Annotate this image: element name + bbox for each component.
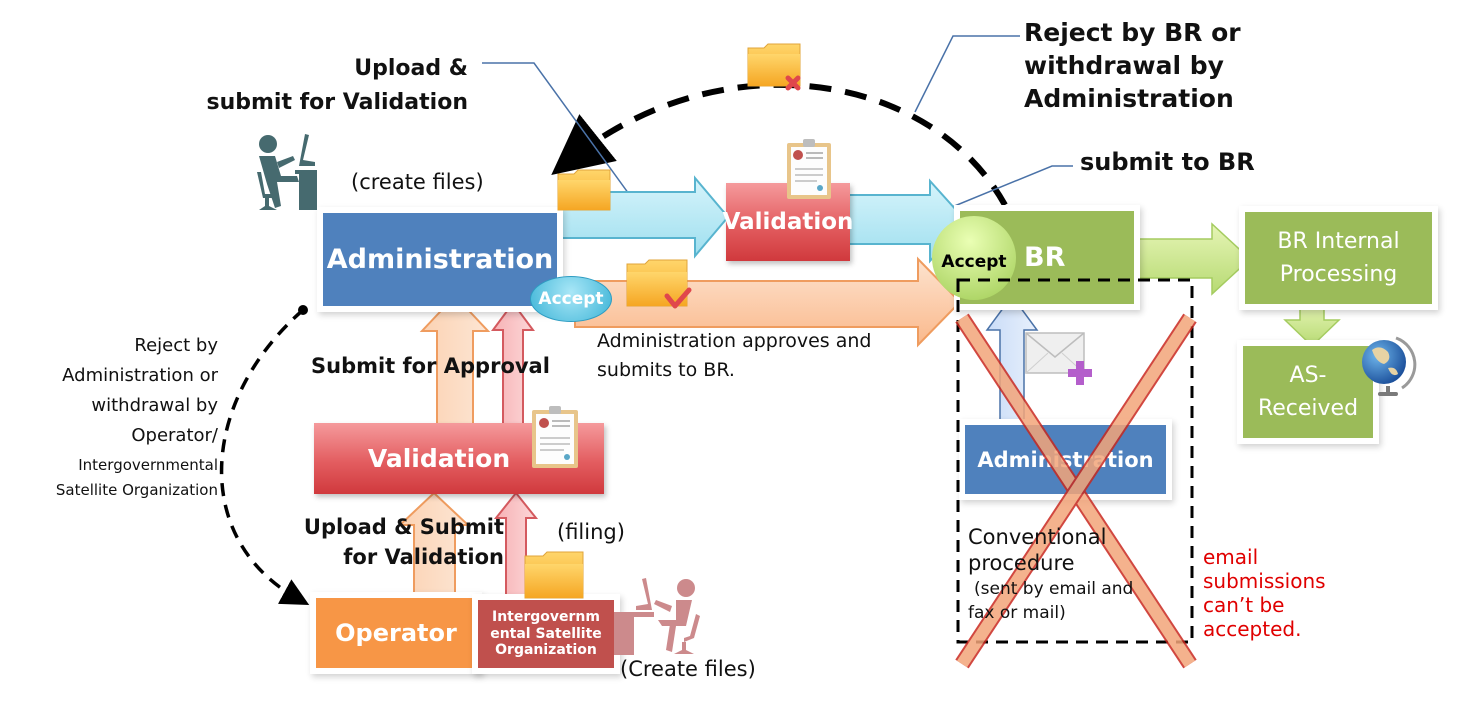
conventional-sub-line1: (sent by email and: [974, 579, 1134, 599]
upload-submit-bottom-line2: for Validation: [343, 545, 504, 569]
reject-by-admin-line4: Operator/: [131, 425, 218, 446]
accept-br-label: Accept: [941, 252, 1007, 272]
igo-line2: ental Satellite: [490, 625, 602, 642]
conventional-administration-label: Administration: [977, 447, 1154, 472]
administration-label: Administration: [326, 244, 554, 275]
email-rejected-line4: accepted.: [1203, 617, 1302, 641]
conventional-sub-line2: fax or mail): [968, 603, 1066, 623]
admin-approves-label: Administration approves and submits to B…: [597, 327, 871, 385]
br-internal-processing-node: BR Internal Processing: [1245, 212, 1432, 304]
validation-mid-node: Validation: [314, 423, 604, 494]
submit-to-br-label: submit to BR: [1080, 148, 1255, 176]
as-received-node: AS- Received: [1243, 346, 1373, 438]
reject-by-admin-line1: Reject by: [134, 335, 218, 356]
as-received-line1: AS-: [1289, 363, 1327, 388]
upload-submit-top-line1: Upload &: [354, 56, 468, 81]
create-files-bottom-label: (Create files): [620, 657, 756, 681]
accept-br-badge: Accept: [932, 216, 1016, 300]
upload-submit-bottom-line1: Upload & Submit: [303, 515, 504, 539]
filing-label: (filing): [557, 520, 625, 544]
reject-by-admin-arc-start: [298, 305, 308, 315]
submit-validation-arrow: [561, 175, 730, 259]
br-internal-line1: BR Internal: [1277, 229, 1400, 254]
conventional-administration-node: Administration: [965, 425, 1166, 494]
email-rejected-line3: can’t be: [1203, 593, 1285, 617]
upload-submit-bottom-label: Upload & Submit for Validation: [290, 512, 504, 572]
reject-by-br-label: Reject by BR or withdrawal by Administra…: [1024, 16, 1241, 115]
as-received-line2: Received: [1257, 396, 1359, 421]
reject-by-admin-line2: Administration or: [62, 365, 218, 386]
admin-approves-arrow: [574, 256, 962, 348]
upload-submit-top-label: Upload & submit for Validation: [200, 52, 468, 120]
igo-node: Intergovernm ental Satellite Organizatio…: [478, 600, 614, 668]
operator-label: Operator: [335, 619, 457, 647]
internal-to-asreceived-arrow: [1283, 302, 1341, 348]
email-rejected-line1: email: [1203, 545, 1259, 569]
admin-approves-line1: Administration approves and: [597, 330, 872, 352]
conventional-line2: procedure: [968, 551, 1075, 575]
igo-line3: Organization: [495, 642, 597, 659]
operator-node: Operator: [316, 598, 476, 668]
accept-admin-label: Accept: [538, 289, 604, 309]
create-files-top-label: (create files): [351, 170, 484, 194]
operator-upload-arrow: [397, 491, 471, 601]
br-label: BR: [1024, 242, 1066, 273]
email-rejected-line2: submissions: [1203, 569, 1326, 593]
br-internal-line2: Processing: [1279, 262, 1398, 287]
conventional-line1: Conventional: [968, 525, 1107, 549]
conventional-procedure-label: Conventional procedure (sent by email an…: [968, 524, 1133, 624]
submit-for-approval-label: Submit for Approval: [311, 354, 550, 378]
upload-submit-leader-line: [482, 62, 656, 231]
accept-admin-badge: Accept: [530, 276, 612, 322]
validation-top-label: Validation: [722, 209, 854, 235]
reject-by-admin-line3: withdrawal by: [91, 395, 218, 416]
admin-approves-line2: submits to BR.: [597, 359, 735, 381]
reject-by-br-line3: Administration: [1024, 84, 1234, 113]
validation-top-node: Validation: [723, 183, 853, 261]
reject-by-br-line1: Reject by BR or: [1024, 18, 1241, 47]
reject-by-admin-line5: Intergovernmental: [78, 456, 218, 474]
igo-line1: Intergovernm: [492, 608, 600, 625]
administration-node: Administration: [323, 213, 557, 306]
submit-to-br-leader-line: [917, 165, 1073, 222]
igo-approval-arrow: [491, 301, 535, 426]
conventional-submit-arrow: [985, 294, 1039, 441]
email-rejected-label: email submissions can’t be accepted.: [1203, 545, 1326, 641]
validation-mid-label: Validation: [367, 444, 511, 473]
reject-by-admin-label: Reject by Administration or withdrawal b…: [10, 331, 218, 501]
submit-approval-arrow: [419, 294, 491, 426]
reject-by-admin-line6: Satellite Organization: [55, 481, 218, 499]
reject-by-admin-arc: [219, 308, 310, 606]
reject-by-br-leader-line: [914, 35, 1020, 113]
reject-by-br-line2: withdrawal by: [1024, 51, 1224, 80]
reject-by-br-arc: [551, 81, 1008, 207]
upload-submit-top-line2: submit for Validation: [206, 90, 468, 115]
br-to-internal-arrow: [1127, 222, 1252, 296]
